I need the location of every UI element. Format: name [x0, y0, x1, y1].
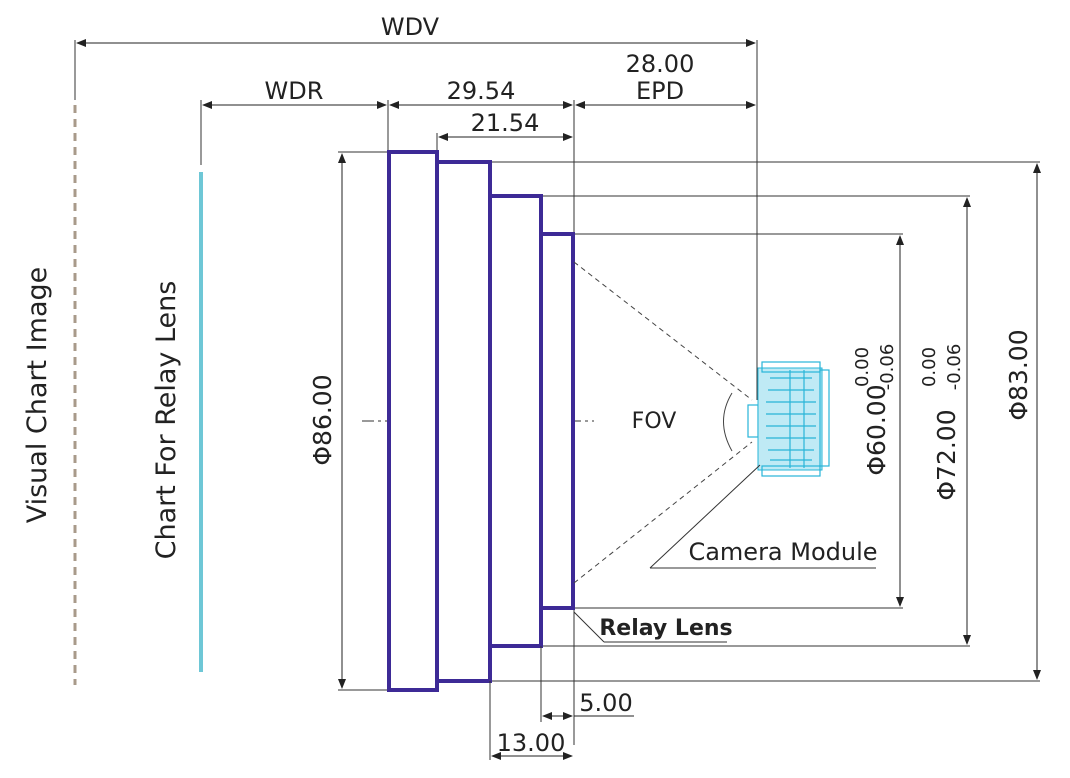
dim-72-label: Φ72.00: [932, 409, 961, 500]
dim-13-label: 13.00: [497, 729, 566, 757]
dim-60-label: Φ60.00: [862, 384, 891, 475]
dim-60-tol-lower: -0.06: [877, 344, 898, 391]
relay-leader: [573, 611, 605, 643]
fov-ray-top: [573, 261, 753, 401]
lens-segment-1: [387, 150, 439, 692]
camera-module: [747, 361, 830, 477]
dim-86-label: Φ86.00: [308, 374, 337, 465]
lens-segment-3: [488, 194, 543, 648]
fov-label: FOV: [632, 409, 677, 434]
dim-21-54-label: 21.54: [471, 109, 540, 137]
dim-60-tol-upper: 0.00: [852, 347, 873, 387]
camera-module-label: Camera Module: [688, 538, 877, 566]
dim-83-label: Φ83.00: [1004, 329, 1033, 420]
fov-arc: [723, 392, 733, 452]
dim-epd-value: 28.00: [626, 50, 695, 78]
dim-72-tol-lower: -0.06: [944, 344, 965, 391]
camera-leader: [649, 464, 761, 569]
visual-chart-label: Visual Chart Image: [22, 267, 53, 524]
fov-ray-bottom: [573, 441, 753, 584]
dim-wdv-label: WDV: [381, 13, 440, 41]
dim-29-54-label: 29.54: [447, 77, 516, 105]
relay-chart-label: Chart For Relay Lens: [151, 281, 182, 560]
lens-segment-4: [539, 232, 575, 610]
relay-lens-label: Relay Lens: [599, 616, 732, 641]
dim-epd-label: EPD: [636, 77, 684, 105]
dim-72-tol-upper: 0.00: [919, 347, 940, 387]
lens-segment-2: [435, 160, 492, 683]
dim-wdr-label: WDR: [265, 77, 324, 105]
dim-5-label: 5.00: [579, 689, 632, 717]
